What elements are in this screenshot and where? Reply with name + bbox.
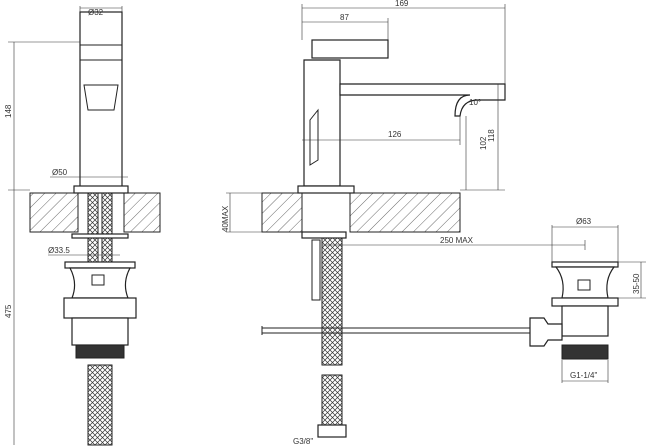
dim-rod-length: 250 MAX — [440, 236, 474, 245]
waste-view: Ø63 35-50 G1-1/4" — [529, 217, 646, 383]
dim-top-height: 118 — [487, 129, 496, 142]
dim-spout-reach: 126 — [388, 130, 402, 139]
countertop-front — [261, 192, 303, 233]
handle — [311, 39, 389, 59]
countertop-left — [29, 192, 79, 233]
dim-outlet-height: 102 — [479, 136, 488, 150]
dim-hose-thread: G3/8" — [293, 437, 313, 446]
countertop-left-2 — [123, 192, 161, 233]
dim-total-depth: 169 — [395, 0, 409, 8]
dim-diameter-shank: Ø33.5 — [48, 246, 70, 255]
dim-diameter-top: Ø32 — [88, 8, 104, 17]
hose-front-lower — [321, 374, 343, 426]
dim-adjust-range: 35-50 — [632, 273, 641, 294]
dim-flange-diameter: Ø63 — [576, 217, 592, 226]
popup-waste-side — [63, 261, 137, 359]
dim-total-height: 475 — [4, 304, 13, 318]
dim-waste-thread: G1-1/4" — [570, 371, 597, 380]
hose-front — [321, 237, 343, 366]
faucet-body-side — [79, 11, 123, 189]
dim-diameter-base: Ø50 — [52, 168, 68, 177]
side-view: Ø32 148 475 Ø50 Ø33.5 — [4, 6, 161, 446]
dim-height-148: 148 — [4, 104, 13, 118]
hose-braid — [87, 192, 99, 264]
dim-spout-angle: 10° — [469, 98, 481, 107]
hose-braid — [101, 192, 113, 264]
hose-braid-lower — [87, 364, 113, 446]
dim-handle-depth: 87 — [340, 13, 349, 22]
faucet-body-front — [303, 59, 341, 187]
front-view: G3/8" 169 87 10° 126 102 118 40MAX 250 M… — [221, 0, 586, 446]
countertop-front-2 — [349, 192, 461, 233]
dim-counter-thickness: 40MAX — [221, 205, 230, 232]
